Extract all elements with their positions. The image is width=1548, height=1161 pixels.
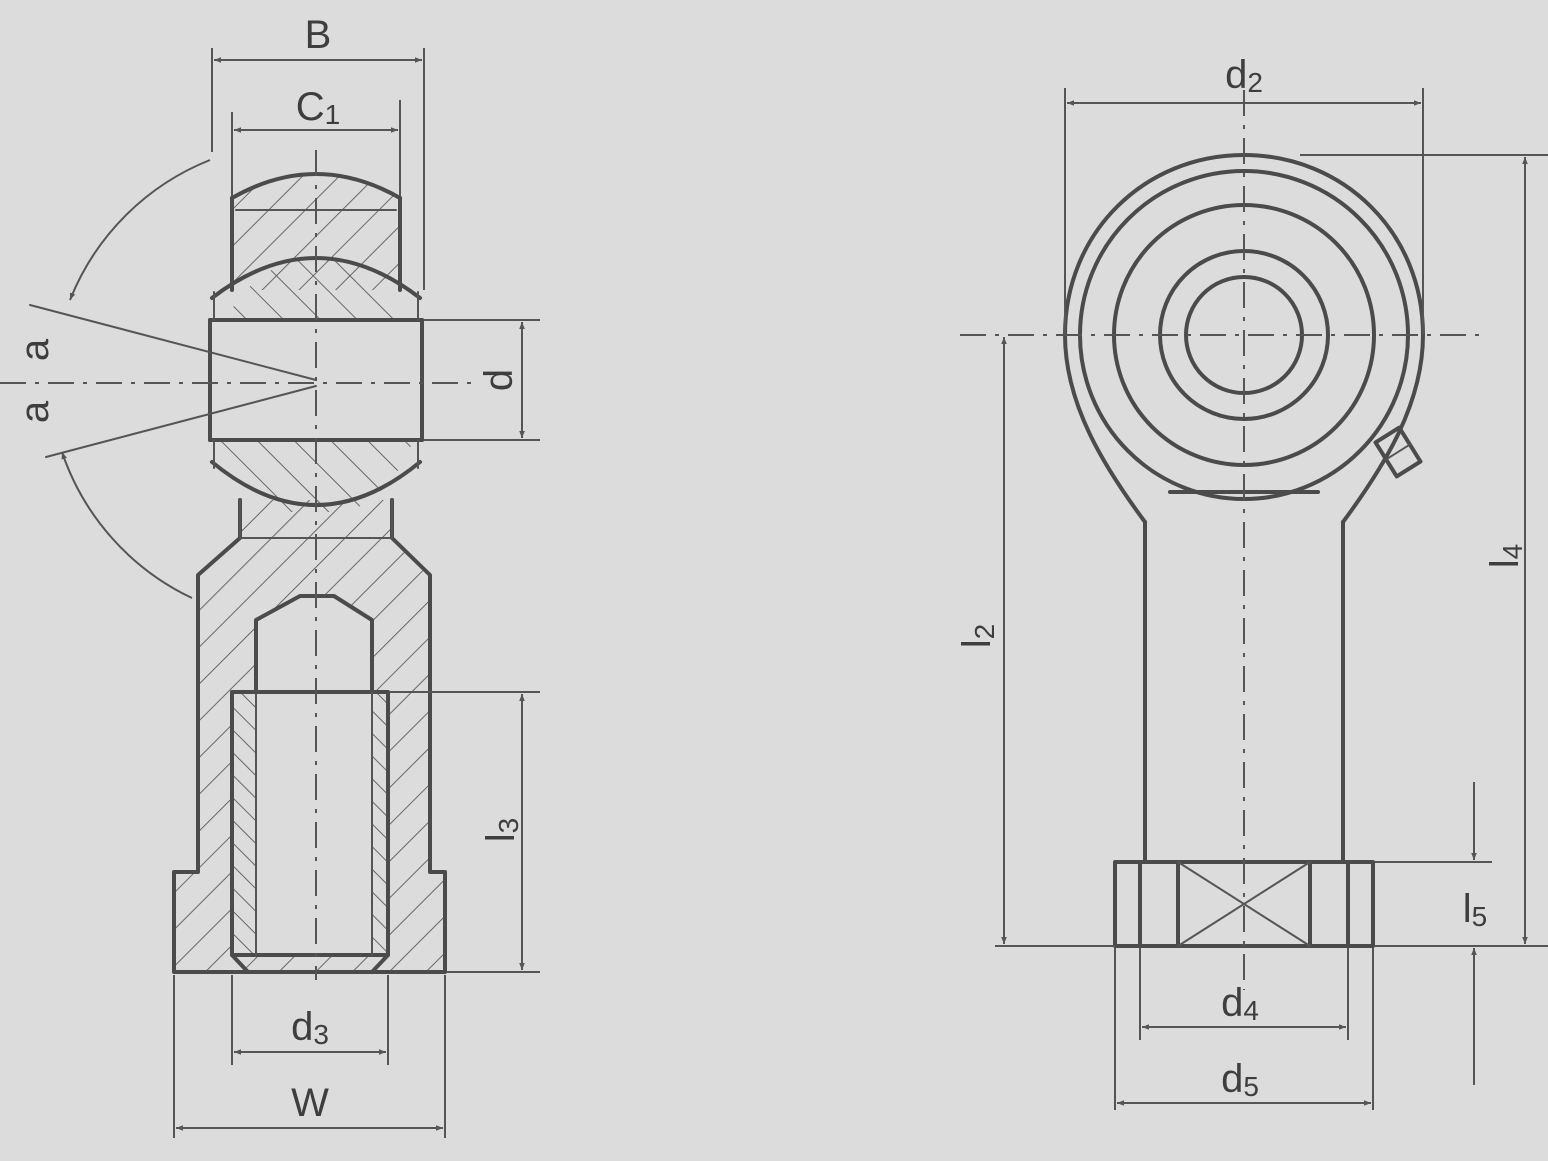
front-shank	[1143, 520, 1345, 864]
label-d3: d3	[291, 1005, 329, 1050]
label-d4: d4	[1221, 981, 1259, 1026]
label-d: d	[477, 369, 521, 391]
dimension-l2: l2	[955, 337, 1115, 947]
label-d5: d5	[1221, 1057, 1259, 1102]
dimension-l4: l4	[1300, 154, 1548, 947]
section-view: B C1 d a a l3	[0, 13, 540, 1138]
label-C1: C1	[296, 85, 340, 130]
front-view: d2 l2 l4 l5 d4	[955, 53, 1548, 1110]
label-B: B	[305, 13, 332, 57]
dimension-d3: d3	[231, 975, 389, 1065]
dimension-l5: l5	[1375, 782, 1492, 1085]
dimension-C1: C1	[231, 85, 401, 196]
housing-section	[174, 174, 445, 972]
shank-outline	[172, 498, 447, 974]
dimension-d: d	[424, 319, 540, 441]
label-l3: l3	[479, 818, 524, 842]
dimension-B: B	[211, 13, 425, 290]
label-a-upper: a	[13, 338, 57, 361]
label-a-lower: a	[13, 400, 57, 423]
dimension-W: W	[173, 975, 446, 1138]
dimension-d4: d4	[1139, 948, 1349, 1040]
label-l4: l4	[1483, 544, 1528, 568]
dimension-d5: d5	[1114, 948, 1374, 1110]
label-d2: d2	[1225, 53, 1263, 98]
dimension-l3: l3	[390, 691, 540, 973]
label-W: W	[291, 1081, 329, 1125]
label-l5: l5	[1463, 887, 1487, 932]
tilt-angle-lines	[29, 159, 317, 599]
label-l2: l2	[955, 624, 1000, 648]
dimension-d2: d2	[1064, 53, 1424, 335]
grease-nipple	[1373, 425, 1423, 479]
